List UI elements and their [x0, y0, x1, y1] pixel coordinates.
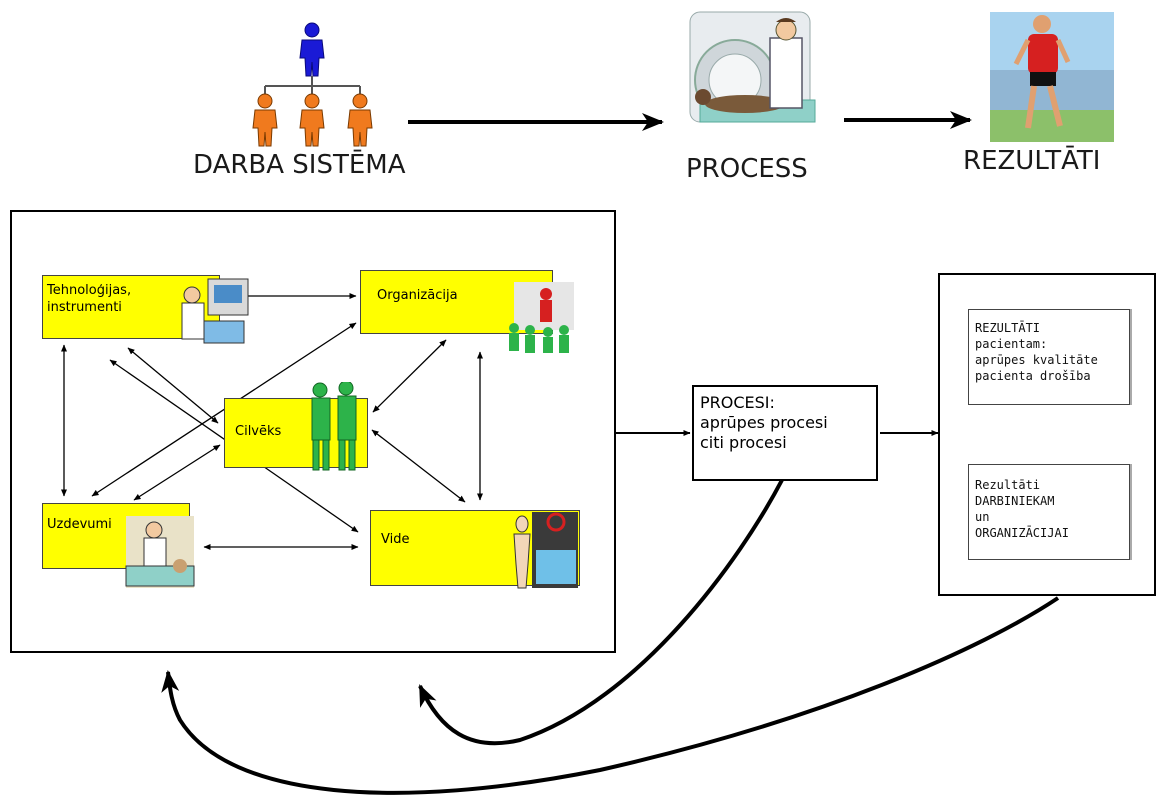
heading-work-system: DARBA SISTĒMA	[193, 150, 406, 180]
label-technology-line1: Tehnoloģijas,	[47, 283, 132, 298]
patient-outcomes-line3: aprūpes kvalitāte	[975, 353, 1098, 367]
staff-outcomes-line1: Rezultāti	[975, 478, 1041, 492]
worker-person-icon	[347, 93, 373, 147]
patient-outcomes-line1: REZULTĀTI	[975, 321, 1041, 335]
heading-process: PROCESS	[686, 154, 808, 184]
staff-outcomes-line2: DARBINIEKAM	[975, 494, 1055, 508]
manager-person-icon	[299, 22, 325, 77]
work-system-frame	[10, 210, 616, 653]
label-technology-line2: instrumenti	[47, 300, 122, 315]
label-environment: Vide	[381, 532, 410, 547]
feedback-arrow-processes	[418, 479, 784, 746]
worker-person-icon	[252, 93, 278, 147]
worker-person-icon	[299, 93, 325, 147]
feedback-arrow-outcomes	[161, 596, 1060, 795]
patient-outcomes-line4: pacienta drošība	[975, 369, 1091, 383]
patient-outcomes-line2: pacientam:	[975, 337, 1048, 351]
runner-icon	[990, 12, 1114, 142]
processes-box: PROCESI: aprūpes procesi citi procesi	[692, 385, 878, 481]
staff-outcomes-box: Rezultāti DARBINIEKAM un ORGANIZĀCIJAI	[968, 464, 1130, 560]
patient-outcomes-box: REZULTĀTI pacientam: aprūpes kvalitāte p…	[968, 309, 1130, 405]
surgeons-icon	[311, 382, 357, 471]
patient-care-icon	[125, 516, 195, 588]
label-person: Cilvēks	[235, 424, 282, 439]
heading-results: REZULTĀTI	[963, 146, 1101, 176]
medical-scanner-icon	[689, 11, 816, 123]
label-organization: Organizācija	[377, 288, 458, 303]
processes-other: citi procesi	[700, 433, 787, 452]
org-chart-icon	[252, 22, 373, 147]
processes-title: PROCESI:	[700, 393, 775, 412]
meeting-icon	[509, 282, 574, 353]
equipment-icon	[181, 278, 249, 344]
label-tasks: Uzdevumi	[47, 517, 112, 532]
staff-outcomes-line3: un	[975, 510, 990, 524]
staff-outcomes-line4: ORGANIZĀCIJAI	[975, 526, 1069, 540]
processes-care: aprūpes procesi	[700, 413, 828, 432]
environment-icon	[513, 512, 578, 589]
